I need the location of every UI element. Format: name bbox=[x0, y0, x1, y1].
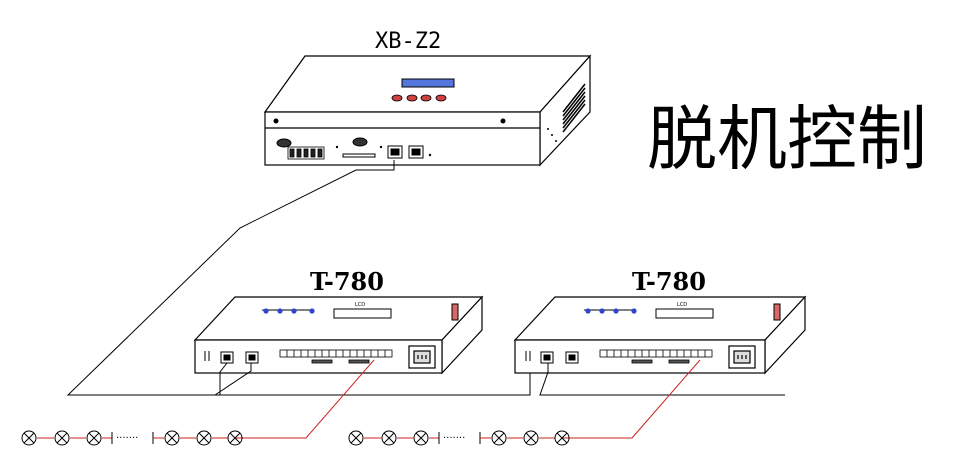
lamp-chain-2 bbox=[348, 430, 570, 446]
device-2-switch-icon bbox=[773, 303, 781, 321]
device-1-label: T-780 bbox=[310, 267, 384, 296]
device-2-unit bbox=[513, 295, 807, 375]
device-2-power-socket-icon bbox=[728, 345, 756, 369]
lamp-icon bbox=[196, 430, 212, 446]
ethernet-port-icon bbox=[387, 145, 424, 159]
link-cable bbox=[219, 362, 228, 395]
device-2-buttons bbox=[584, 308, 637, 314]
device-2-terminal-strip bbox=[599, 349, 713, 364]
link-cable bbox=[214, 363, 252, 396]
controller-buttons bbox=[391, 94, 447, 102]
lamp-icon bbox=[86, 430, 102, 446]
lamp-icon bbox=[491, 430, 507, 446]
device-1-terminal-strip bbox=[279, 349, 393, 364]
lamp-icon bbox=[164, 430, 180, 446]
lamp-icon bbox=[523, 430, 539, 446]
device-1-panel-text: LCD bbox=[355, 302, 365, 308]
screw-icon bbox=[273, 118, 279, 124]
device-1-unit bbox=[193, 295, 484, 375]
signal-wire-2 bbox=[562, 359, 701, 439]
page-title: 脱机控制 bbox=[647, 98, 927, 180]
device-2-label: T-780 bbox=[632, 267, 706, 296]
lamp-icon bbox=[54, 430, 70, 446]
knob-icon bbox=[352, 137, 368, 147]
knob-icon bbox=[276, 138, 292, 148]
lamp-chain-2-gap: ······· bbox=[443, 433, 465, 444]
lamp-chain-1-gap: ······· bbox=[116, 433, 138, 444]
device-2-display bbox=[655, 308, 714, 319]
controller-display bbox=[401, 78, 455, 88]
lamp-icon bbox=[413, 430, 429, 446]
device-1-display bbox=[333, 308, 392, 319]
device-1-switch-icon bbox=[451, 303, 459, 321]
lamp-icon bbox=[21, 430, 37, 446]
terminal-block-icon bbox=[287, 146, 325, 160]
device-1-power-socket-icon bbox=[408, 345, 436, 369]
device-1-buttons bbox=[262, 308, 315, 314]
lamp-chain-1 bbox=[21, 430, 243, 446]
lamp-icon bbox=[381, 430, 397, 446]
lamp-icon bbox=[554, 430, 570, 446]
device-2-ports bbox=[525, 351, 579, 364]
controller-vents bbox=[562, 83, 586, 133]
lamp-icon bbox=[348, 430, 364, 446]
device-1-ports bbox=[204, 351, 259, 364]
signal-wire-1 bbox=[235, 359, 375, 439]
controller-label: XB-Z2 bbox=[375, 29, 441, 54]
card-slot-icon bbox=[342, 153, 376, 158]
lamp-icon bbox=[227, 430, 243, 446]
link-cable bbox=[539, 363, 785, 396]
device-2-panel-text: LCD bbox=[677, 302, 687, 308]
network-cable bbox=[66, 160, 531, 396]
screw-icon bbox=[500, 118, 506, 124]
